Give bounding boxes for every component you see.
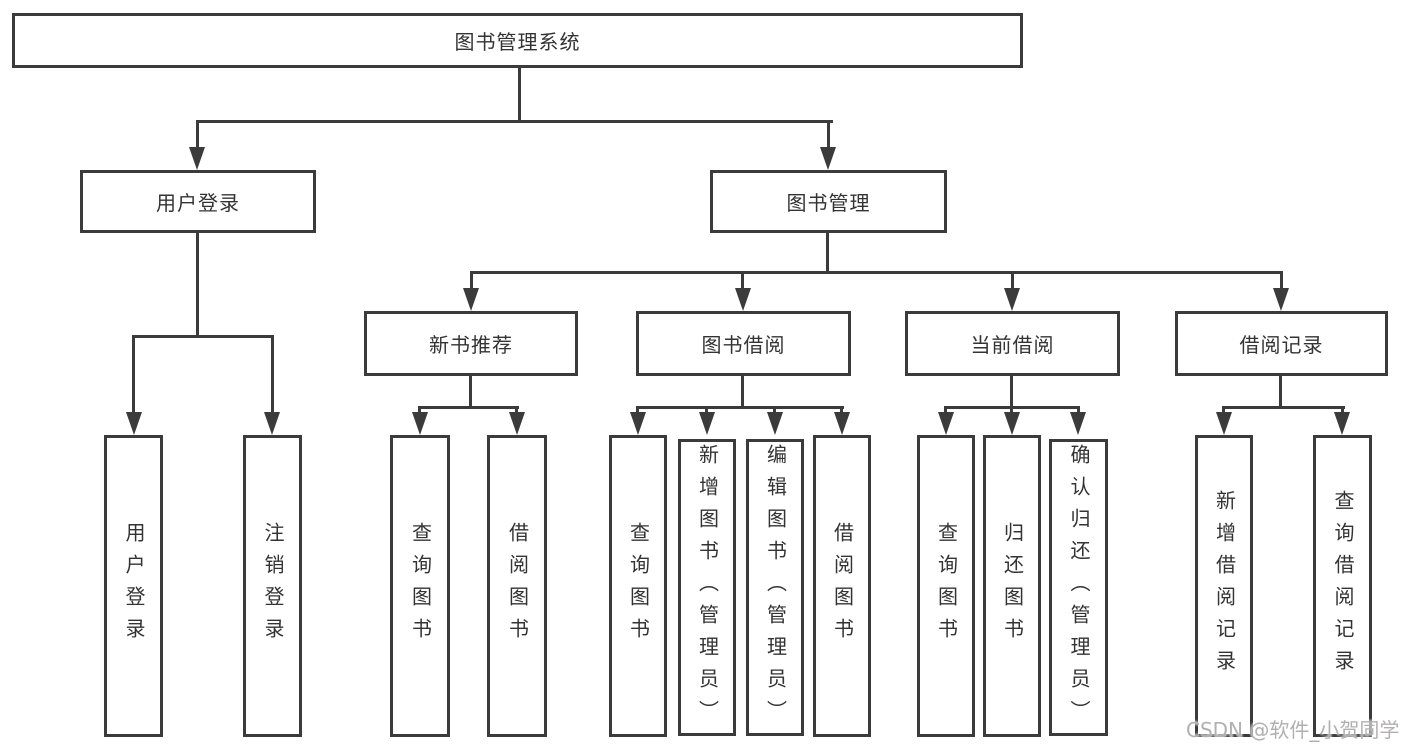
leaf-user-login: 用户登录 (104, 435, 163, 737)
arrowhead-down-icon (699, 412, 715, 435)
arrowhead-down-icon (1070, 412, 1086, 435)
leaf-label: 借阅图书 (505, 522, 530, 650)
leaf-label: 新增图书（管理员） (695, 443, 720, 732)
node-label: 用户登录 (156, 191, 240, 215)
arrowhead-down-icon (412, 412, 428, 435)
leaf-logout: 注销登录 (243, 435, 302, 737)
node-label: 当前借阅 (970, 333, 1055, 357)
arrowhead-down-icon (509, 412, 525, 435)
csdn-watermark: CSDN @软件_小贺同学 (1186, 718, 1400, 742)
connector-line (636, 406, 844, 409)
leaf-label: 用户登录 (122, 522, 146, 650)
leaf-label: 借阅图书 (830, 522, 855, 650)
connector-line (418, 406, 519, 409)
connector-line (518, 68, 521, 123)
arrowhead-down-icon (735, 288, 751, 311)
leaf-label: 归还图书 (1000, 522, 1025, 650)
arrowhead-down-icon (126, 412, 142, 435)
leaf-records-add-record: 新增借阅记录 (1195, 435, 1253, 737)
arrowhead-down-icon (264, 412, 280, 435)
connector-line (741, 271, 744, 293)
connector-line (1011, 271, 1014, 293)
node-label: 借阅记录 (1239, 333, 1324, 357)
connector-line (1279, 376, 1282, 409)
node-new-book-recommend: 新书推荐 (364, 311, 578, 376)
arrowhead-down-icon (463, 288, 479, 311)
connector-line (469, 376, 472, 409)
leaf-current-return-books: 归还图书 (983, 435, 1041, 737)
node-library-system: 图书管理系统 (12, 13, 1023, 68)
node-current-borrow: 当前借阅 (905, 311, 1120, 376)
leaf-label: 确认归还（管理员） (1067, 443, 1091, 732)
arrowhead-down-icon (767, 412, 783, 435)
leaf-label: 编辑图书（管理员） (763, 443, 788, 732)
leaf-label: 查询图书 (934, 522, 959, 650)
leaf-borrow-edit-books-admin: 编辑图书（管理员） (746, 439, 804, 736)
node-book-management: 图书管理 (710, 170, 947, 233)
arrowhead-down-icon (1004, 288, 1020, 311)
connector-line (741, 376, 744, 409)
leaf-label: 查询借阅记录 (1331, 490, 1355, 682)
leaf-label: 查询图书 (626, 522, 651, 650)
arrowhead-down-icon (938, 412, 954, 435)
connector-line (1222, 406, 1345, 409)
connector-line (271, 335, 274, 417)
arrowhead-down-icon (1216, 412, 1232, 435)
arrowhead-down-icon (630, 412, 646, 435)
arrowhead-down-icon (820, 147, 836, 170)
leaf-label: 查询图书 (408, 522, 433, 650)
connector-line (470, 271, 1283, 274)
arrowhead-down-icon (1273, 288, 1289, 311)
connector-line (132, 335, 274, 338)
leaf-current-confirm-return-admin: 确认归还（管理员） (1049, 439, 1108, 736)
leaf-label: 注销登录 (261, 522, 285, 650)
node-label: 图书管理系统 (454, 30, 581, 54)
connector-line (196, 120, 199, 152)
arrowhead-down-icon (1004, 412, 1020, 435)
leaf-newbook-borrow-books: 借阅图书 (487, 435, 547, 737)
leaf-borrow-borrow-books: 借阅图书 (813, 435, 871, 737)
connector-line (826, 233, 829, 274)
connector-line (1280, 271, 1283, 293)
arrowhead-down-icon (834, 412, 850, 435)
node-label: 图书管理 (786, 191, 871, 215)
connector-line (132, 335, 135, 417)
leaf-borrow-add-books-admin: 新增图书（管理员） (678, 439, 736, 736)
leaf-current-query-books: 查询图书 (917, 435, 975, 737)
node-borrow-records: 借阅记录 (1175, 311, 1388, 376)
arrowhead-down-icon (189, 147, 205, 170)
arrowhead-down-icon (1334, 412, 1350, 435)
node-user-login: 用户登录 (80, 170, 316, 233)
leaf-borrow-query-books: 查询图书 (609, 435, 667, 737)
connector-line (196, 120, 833, 123)
connector-line (827, 120, 830, 152)
leaf-newbook-query-books: 查询图书 (390, 435, 450, 737)
leaf-label: 新增借阅记录 (1212, 490, 1237, 682)
connector-line (196, 233, 199, 338)
leaf-records-query-record: 查询借阅记录 (1313, 435, 1372, 737)
connector-line (470, 271, 473, 293)
node-book-borrow: 图书借阅 (636, 311, 851, 376)
connector-line (1010, 376, 1013, 409)
node-label: 图书借阅 (701, 333, 786, 357)
node-label: 新书推荐 (429, 333, 513, 357)
